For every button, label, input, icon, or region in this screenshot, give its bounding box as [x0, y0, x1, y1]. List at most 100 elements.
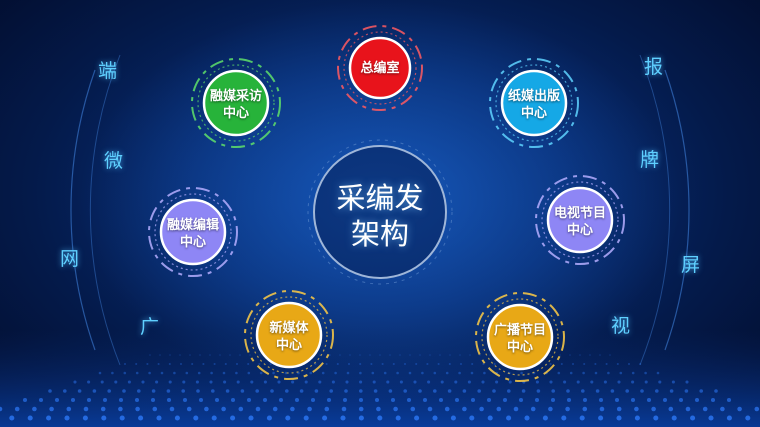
floor-dot [98, 371, 102, 375]
floor-dot [347, 362, 351, 366]
floor-dot [151, 389, 156, 393]
floor-dot [173, 371, 176, 375]
floor-dot [616, 362, 619, 366]
floor-dot [386, 380, 390, 384]
floor-dot [433, 371, 437, 375]
node-guangbo-jiemu-line2: 中心 [506, 340, 533, 355]
floor-dot [373, 389, 378, 393]
floor-dot [413, 380, 417, 384]
floor-dot [146, 362, 149, 366]
floor-dot [702, 406, 708, 412]
node-xinmeiti [244, 290, 334, 380]
node-guangbo-jiemu [475, 292, 565, 382]
floor-dot [255, 389, 259, 393]
floor-dot [197, 371, 201, 375]
floor-dot [82, 415, 88, 421]
floor-dot [285, 415, 291, 421]
floor-dot [421, 371, 424, 375]
floor-dot [342, 397, 348, 403]
floor-dot [644, 371, 647, 375]
floor-dot [225, 389, 230, 393]
node-zhimei-chuban-disc [500, 69, 568, 137]
floor-dot [193, 415, 199, 421]
floor-dot [329, 389, 334, 393]
floor-dot [135, 406, 140, 412]
floor-dot [259, 354, 261, 356]
floor-dot [372, 380, 376, 384]
floor-dot [118, 406, 123, 412]
floor-dot [479, 354, 481, 356]
floor-dot [406, 397, 412, 403]
floor-dot [631, 371, 635, 375]
floor-dot [550, 397, 556, 403]
floor-dot [259, 371, 263, 375]
floor-dot [213, 362, 216, 366]
floor-dot [408, 371, 412, 375]
floor-dot [329, 354, 331, 356]
floor-dot [179, 362, 183, 366]
floor-dot [299, 389, 304, 393]
floor-dot [66, 406, 72, 412]
floor-dot [418, 389, 422, 393]
floor-dot [209, 380, 213, 384]
node-label-zongbianshi: 总编室 [340, 60, 420, 77]
floor-dot [358, 397, 364, 403]
floor-dot [238, 406, 244, 412]
floor-dot [549, 354, 551, 356]
floor-dot [123, 362, 127, 366]
floor-dot [272, 371, 275, 375]
floor-dot [290, 406, 295, 412]
floor-dot [399, 380, 403, 384]
node-xinmeiti-line1: 新媒体 [269, 321, 309, 336]
floor-dot [359, 371, 362, 375]
floor-dot [202, 362, 205, 366]
floor-dot [566, 389, 570, 393]
floor-dot [656, 371, 660, 375]
floor-dot [560, 362, 563, 366]
floor-dot [513, 406, 519, 412]
floor-dot [447, 389, 452, 393]
floor-dot [174, 415, 180, 421]
floor-dot [432, 415, 438, 421]
floor-dot [198, 397, 204, 403]
floor-dot [285, 389, 289, 393]
floor-dot [270, 389, 274, 393]
floor-dot [86, 397, 92, 403]
node-dianshi-jiemu-outer-ring [535, 175, 625, 265]
floor-dot [459, 354, 461, 356]
floor-dot [409, 354, 411, 356]
floor-dot [157, 362, 160, 366]
floor-dot [448, 362, 451, 366]
floor-dot [395, 415, 401, 421]
floor-dot [152, 406, 158, 412]
floor-dot [209, 354, 211, 356]
floor-dot [668, 406, 674, 412]
side-char-pai: 牌 [640, 149, 660, 171]
floor-dot [625, 389, 629, 393]
node-xinmeiti-outer-ring [244, 290, 334, 380]
floor-dot [186, 406, 192, 412]
floor-dot [390, 397, 396, 403]
floor-dot [100, 380, 104, 384]
floor-dot [548, 406, 553, 412]
floor-dot [137, 389, 141, 393]
floor-dot [48, 389, 52, 393]
node-rongmei-caifang-line1: 融媒采访 [209, 89, 262, 104]
floor-dot [579, 415, 585, 421]
floor-dot [111, 371, 114, 375]
floor-dot [720, 406, 725, 412]
floor-dot [359, 380, 363, 384]
floor-dot [214, 397, 220, 403]
floor-dot [235, 371, 238, 375]
floor-dot [236, 380, 240, 384]
floor-dot [141, 380, 145, 384]
node-rongmei-bianji-outer-ring [148, 187, 238, 277]
floor-dot [388, 389, 393, 393]
floor-dot [403, 362, 407, 366]
floor-dot [481, 380, 485, 384]
floor-dot [576, 380, 580, 384]
node-guangbo-jiemu-outer-ring [475, 292, 565, 382]
floor-dot [32, 406, 37, 412]
floor-dot [492, 389, 496, 393]
floor-dot [449, 354, 451, 356]
